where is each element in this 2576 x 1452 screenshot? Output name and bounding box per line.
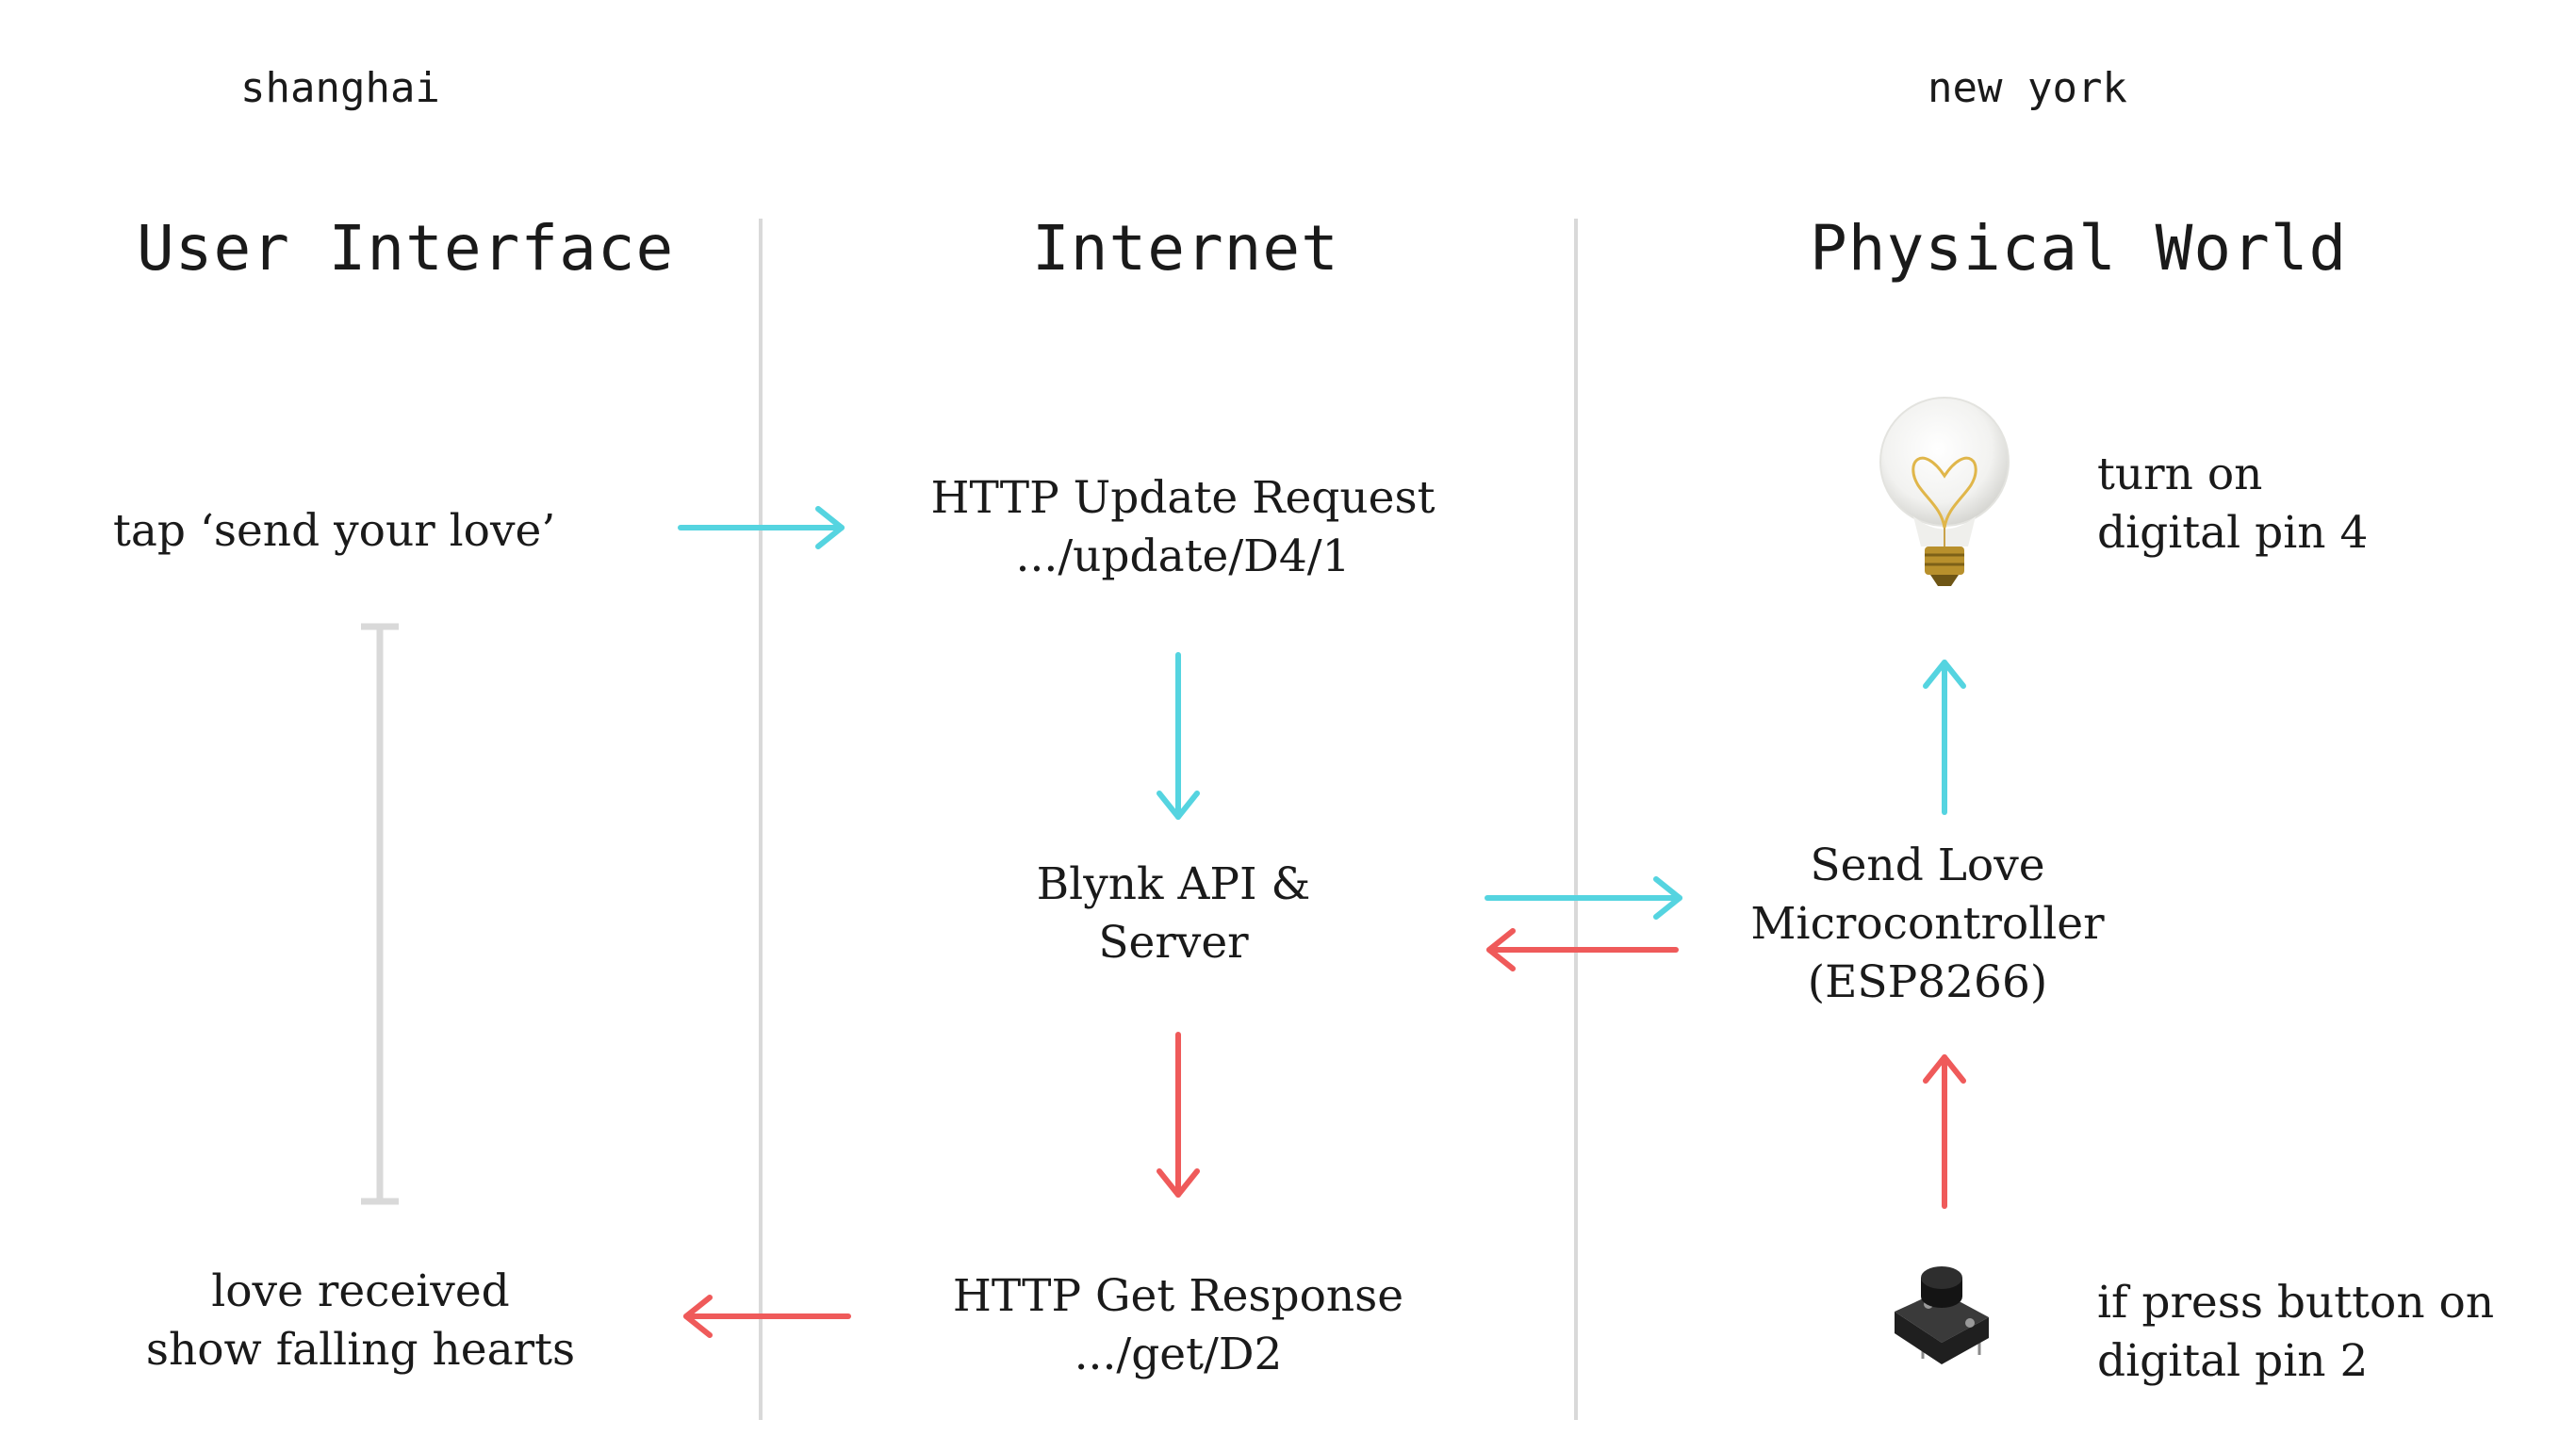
node-love-received-line2: show falling hearts <box>145 1324 576 1376</box>
arrow-get-response-to-love-received <box>683 1295 851 1338</box>
node-turn-on-pin4: turn on digital pin 4 <box>2097 446 2368 563</box>
ui-wait-bracket <box>361 623 399 1205</box>
push-button-icon <box>1895 1266 1989 1364</box>
node-tap-send-love: tap ‘send your love’ <box>113 505 556 557</box>
column-title-physical-world: Physical World <box>1810 212 2348 285</box>
node-http-update-request: HTTP Update Request .../update/D4/1 <box>910 469 1456 586</box>
node-press-button-line1: if press button on <box>2097 1277 2495 1329</box>
arrow-tap-to-update-request <box>678 506 845 549</box>
location-shanghai: shanghai <box>240 64 440 112</box>
node-press-button-pin2: if press button on digital pin 2 <box>2097 1274 2494 1391</box>
node-blynk-server: Blynk API & Server <box>971 856 1376 972</box>
arrow-microcontroller-to-bulb <box>1923 660 1966 815</box>
column-divider-right <box>1574 219 1578 1420</box>
node-http-get-response: HTTP Get Response .../get/D2 <box>919 1267 1437 1384</box>
node-press-button-line2: digital pin 2 <box>2097 1335 2369 1387</box>
node-love-received-line1: love received <box>211 1265 510 1317</box>
node-http-get-response-line1: HTTP Get Response <box>952 1270 1404 1322</box>
node-blynk-server-line2: Server <box>1098 917 1249 969</box>
arrow-button-to-microcontroller <box>1923 1054 1966 1209</box>
node-microcontroller-line2: Microcontroller <box>1750 898 2105 950</box>
node-http-update-request-line2: .../update/D4/1 <box>1015 530 1351 582</box>
column-title-user-interface: User Interface <box>137 212 675 285</box>
node-turn-on-line1: turn on <box>2097 449 2263 500</box>
node-love-received: love received show falling hearts <box>113 1263 608 1379</box>
arrow-microcontroller-to-blynk <box>1486 928 1679 971</box>
location-new-york: new york <box>1928 64 2127 112</box>
node-microcontroller-line1: Send Love <box>1810 840 2045 891</box>
arrow-blynk-to-microcontroller <box>1485 876 1682 920</box>
node-http-update-request-line1: HTTP Update Request <box>930 472 1436 524</box>
column-divider-left <box>759 219 763 1420</box>
arrow-blynk-to-get-response <box>1157 1032 1200 1198</box>
column-title-internet: Internet <box>1032 212 1339 285</box>
node-blynk-server-line1: Blynk API & <box>1036 858 1311 910</box>
node-http-get-response-line2: .../get/D2 <box>1074 1329 1283 1380</box>
light-bulb-icon <box>1879 397 2010 586</box>
node-microcontroller-line3: (ESP8266) <box>1807 956 2048 1008</box>
node-microcontroller: Send Love Microcontroller (ESP8266) <box>1715 837 2140 1012</box>
node-turn-on-line2: digital pin 4 <box>2097 507 2369 559</box>
arrow-update-request-to-blynk <box>1157 652 1200 820</box>
